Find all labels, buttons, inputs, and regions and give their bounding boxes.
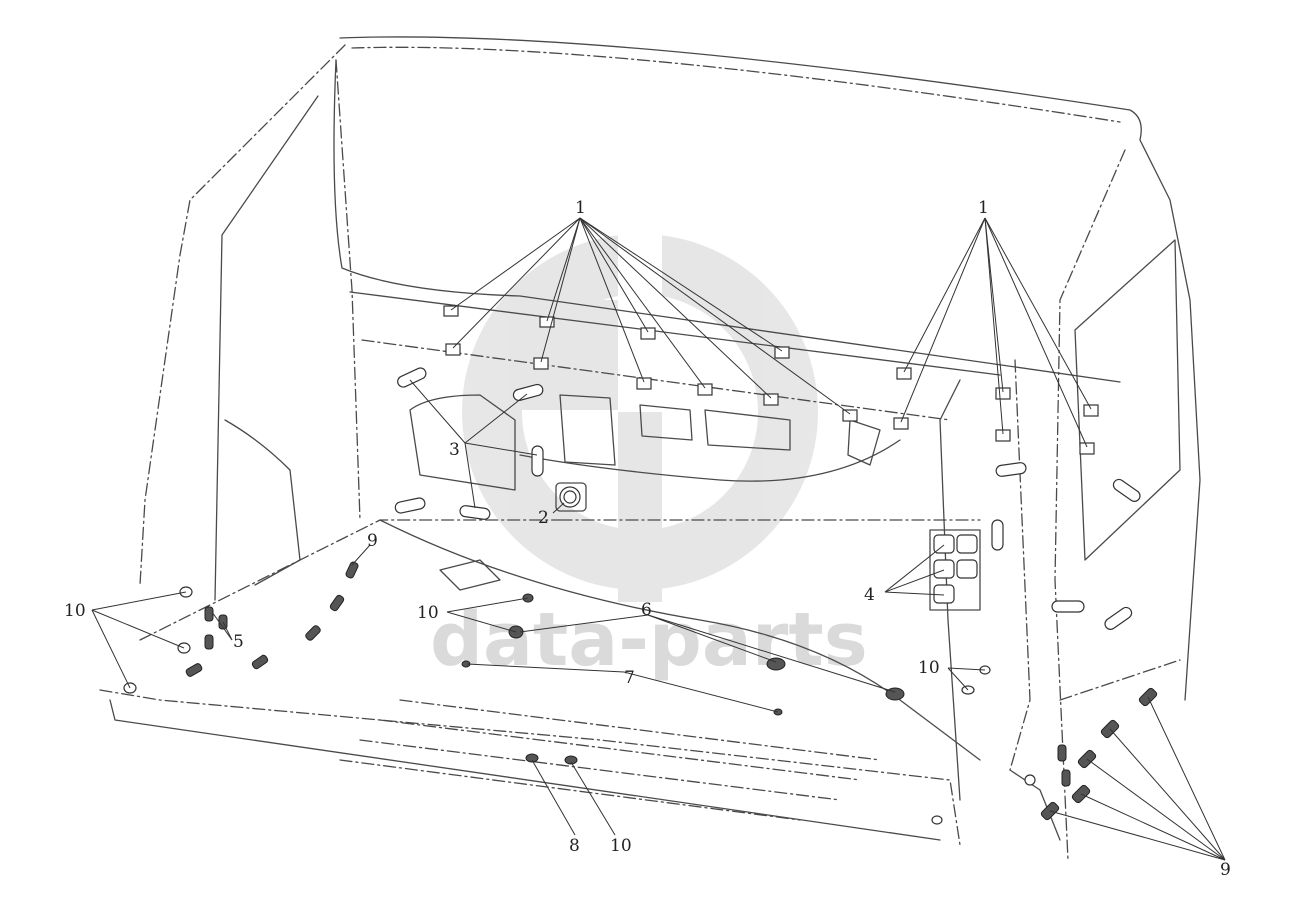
watermark-text: data-parts: [430, 597, 868, 683]
square-plug: [539, 316, 555, 328]
callout-1-left: 1: [575, 198, 586, 218]
oval-plugs: [394, 367, 1141, 630]
oval-plug: [991, 519, 1004, 551]
square-plug: [842, 409, 858, 422]
callout-10-right: 10: [918, 658, 940, 678]
callout-5: 5: [233, 632, 244, 652]
callout-labels: 1 1 2 3 4 5 6 7 8 9 9 10 10 10 10: [64, 198, 1231, 880]
callout-9-left: 9: [367, 531, 378, 551]
callout-1-right: 1: [978, 198, 989, 218]
callout-6: 6: [641, 600, 652, 620]
callout-4: 4: [864, 585, 875, 605]
square-plug: [697, 383, 713, 396]
square-plug: [443, 305, 459, 317]
square-plug: [763, 393, 779, 406]
leader-lines: [91, 217, 1226, 861]
callout-10-bottom: 10: [610, 836, 632, 856]
square-plug: [774, 346, 790, 359]
oval-plug: [995, 462, 1027, 477]
oval-plug: [512, 383, 544, 402]
grommet-block: [929, 529, 981, 611]
square-plug: [636, 377, 652, 390]
small-plugs: [123, 561, 1158, 825]
oval-plug: [1112, 478, 1141, 502]
oval-plug: [459, 505, 491, 520]
oval-plug: [394, 497, 426, 514]
oval-plug: [1104, 606, 1133, 630]
square-plug: [533, 357, 549, 370]
callout-3: 3: [449, 440, 460, 460]
callout-7: 7: [624, 668, 635, 688]
oval-plug: [1051, 600, 1085, 613]
square-plug: [893, 417, 909, 430]
callout-9-right: 9: [1220, 860, 1231, 880]
oval-plug: [397, 367, 427, 388]
callout-8: 8: [569, 836, 580, 856]
square-plug: [1083, 404, 1099, 417]
callout-10-left: 10: [64, 601, 86, 621]
square-plug: [1079, 442, 1095, 455]
oval-plug: [531, 445, 544, 477]
cab-outline: [99, 36, 1201, 861]
round-grommet: [555, 482, 587, 512]
square-plug: [640, 327, 656, 340]
callout-2: 2: [538, 508, 549, 528]
square-plugs: [443, 305, 1099, 455]
square-plug: [445, 343, 461, 356]
square-plug: [896, 367, 912, 380]
callout-10-center: 10: [417, 603, 439, 623]
